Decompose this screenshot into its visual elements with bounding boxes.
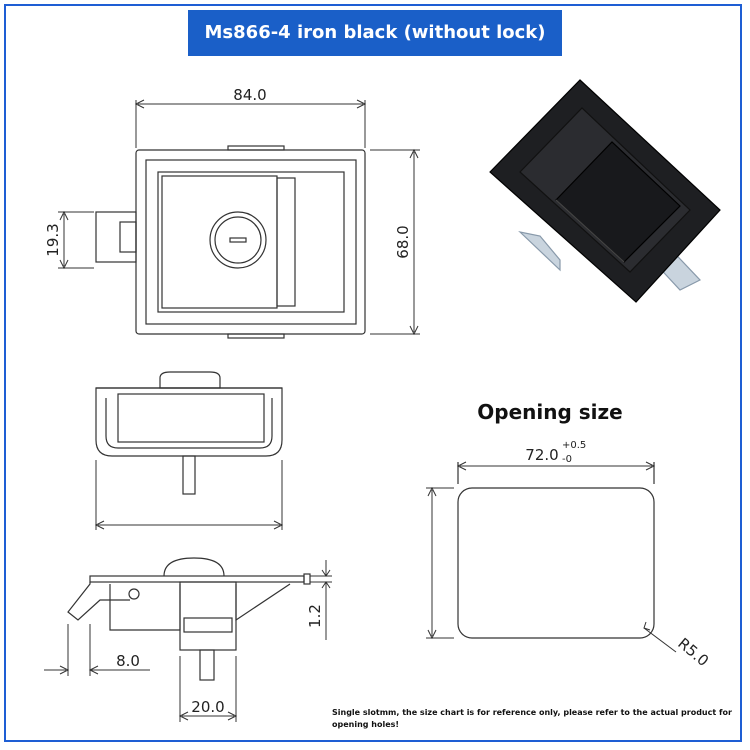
- opening-size-title: Opening size: [477, 400, 623, 424]
- top-view: [95, 371, 283, 495]
- front-view: [95, 145, 366, 339]
- reference-note: Single slotmm, the size chart is for ref…: [332, 708, 732, 729]
- dim-tol-minus: -0: [562, 454, 572, 465]
- dim-thick-1-2: 1.2: [306, 604, 324, 628]
- dim-offset-8: 8.0: [116, 652, 140, 670]
- dim-width-20: 20.0: [191, 698, 224, 716]
- outer-frame: [4, 4, 742, 742]
- product-photo: [489, 79, 721, 303]
- title-banner: Ms866-4 iron black (without lock): [188, 10, 562, 56]
- side-view: [67, 557, 311, 681]
- dim-opening-72: 72.0: [525, 446, 558, 464]
- top-view-dimension: [94, 460, 284, 530]
- dim-width-84: 84.0: [233, 86, 266, 104]
- side-dimensions: [44, 560, 332, 722]
- dim-tol-plus: +0.5: [562, 440, 586, 451]
- front-dimensions: [58, 99, 420, 336]
- dim-radius: R5.0: [674, 634, 712, 670]
- opening-view: [426, 461, 677, 653]
- dim-left-19-3: 19.3: [44, 223, 62, 256]
- dim-height-68: 68.0: [394, 225, 412, 258]
